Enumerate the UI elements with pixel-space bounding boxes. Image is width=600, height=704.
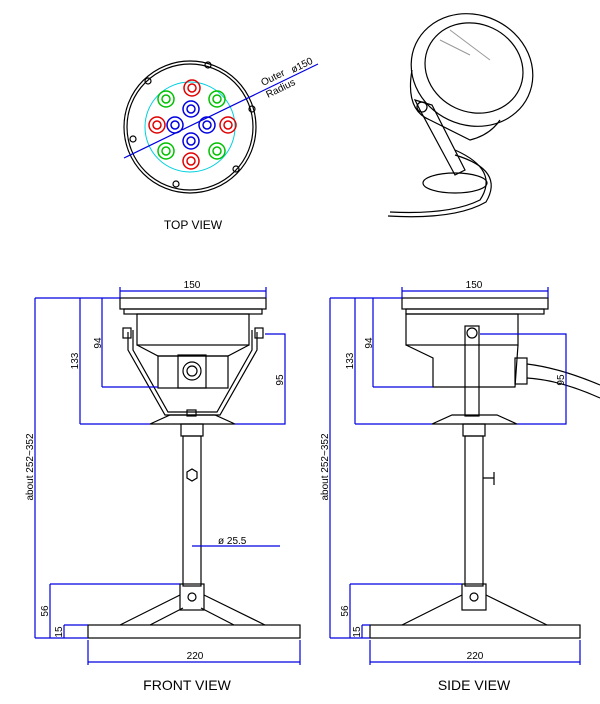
side-dim-133: 133	[345, 352, 356, 369]
front-dim-94: 94	[93, 337, 104, 349]
front-dim-150: 150	[184, 280, 201, 291]
perspective-view	[387, 13, 534, 218]
side-view-title: SIDE VIEW	[438, 677, 511, 693]
outer-rim	[123, 60, 257, 194]
front-view-title: FRONT VIEW	[143, 677, 231, 693]
led-green-group	[157, 90, 226, 160]
diameter-line	[123, 63, 319, 159]
side-view: 150 94 133 95 about 252~352 56 15 220 SI…	[320, 280, 600, 693]
side-dim-56: 56	[340, 605, 351, 617]
front-dim-133: 133	[70, 352, 81, 369]
side-dim-15: 15	[352, 626, 363, 638]
front-dim-220: 220	[187, 651, 204, 662]
front-dimensions	[34, 287, 301, 665]
led-red-group	[148, 79, 237, 170]
front-view: 150 94 133 95 about 252~352 ø 25.5 56 15…	[25, 280, 301, 693]
front-pole-diameter: ø 25.5	[218, 536, 247, 547]
front-dim-95: 95	[275, 374, 286, 386]
side-dim-94: 94	[364, 337, 375, 349]
front-total-height: about 252~352	[25, 433, 36, 500]
side-dimensions	[329, 287, 581, 665]
diameter-label: ø150	[289, 56, 315, 76]
top-view: Outer ø150 Radius TOP VIEW	[123, 56, 319, 232]
top-view-title: TOP VIEW	[164, 218, 223, 232]
side-dim-150: 150	[466, 280, 483, 291]
side-total-height: about 252~352	[320, 433, 331, 500]
side-dim-95: 95	[556, 374, 567, 386]
screw-icons	[129, 61, 256, 188]
side-dim-220: 220	[467, 651, 484, 662]
front-dim-15: 15	[54, 626, 65, 638]
inner-rim	[126, 63, 254, 191]
front-dim-56: 56	[40, 605, 51, 617]
